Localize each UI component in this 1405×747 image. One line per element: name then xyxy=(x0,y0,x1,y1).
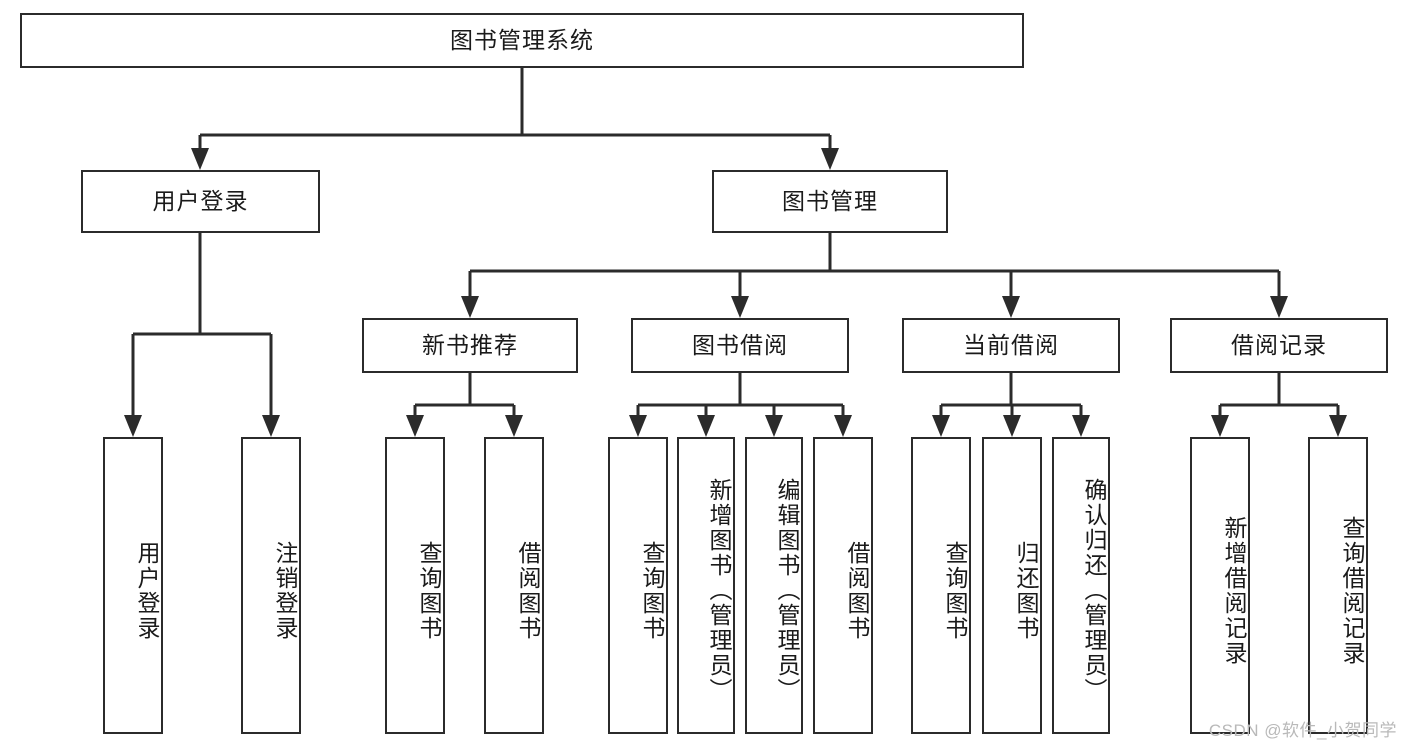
node-leaf-add-book[interactable]: 新增图书（管理员） xyxy=(677,437,735,734)
connector-arrowhead xyxy=(834,415,852,437)
node-label: 借阅图书 xyxy=(515,540,541,641)
node-label: 用户登录 xyxy=(134,540,160,641)
node-label: 查询图书 xyxy=(416,540,442,641)
node-label: 新书推荐 xyxy=(422,331,518,358)
node-label: 查询借阅记录 xyxy=(1339,515,1365,666)
node-label: 查询图书 xyxy=(639,540,665,641)
connector-arrowhead xyxy=(505,415,523,437)
connector-arrowhead xyxy=(1002,296,1020,318)
node-label: 确认归还（管理员） xyxy=(1081,478,1107,703)
node-leaf-query-book-1[interactable]: 查询图书 xyxy=(385,437,445,734)
node-leaf-edit-book[interactable]: 编辑图书（管理员） xyxy=(745,437,803,734)
node-leaf-add-borrow-record[interactable]: 新增借阅记录 xyxy=(1190,437,1250,734)
node-root-system[interactable]: 图书管理系统 xyxy=(20,13,1024,68)
connector-arrowhead xyxy=(1072,415,1090,437)
node-label: 图书管理 xyxy=(782,187,878,214)
connector-arrowhead xyxy=(821,148,839,170)
connector-arrowhead xyxy=(406,415,424,437)
node-book-management[interactable]: 图书管理 xyxy=(712,170,948,233)
node-label: 图书借阅 xyxy=(692,331,788,358)
node-leaf-user-logout[interactable]: 注销登录 xyxy=(241,437,301,734)
node-label: 新增图书（管理员） xyxy=(706,478,732,703)
connector-arrowhead xyxy=(629,415,647,437)
node-label: 归还图书 xyxy=(1013,540,1039,641)
node-current-borrow[interactable]: 当前借阅 xyxy=(902,318,1120,373)
node-leaf-confirm-return[interactable]: 确认归还（管理员） xyxy=(1052,437,1110,734)
connector-arrowhead xyxy=(1003,415,1021,437)
node-label: 图书管理系统 xyxy=(450,26,594,53)
connector-arrowhead xyxy=(731,296,749,318)
node-book-borrow[interactable]: 图书借阅 xyxy=(631,318,849,373)
connector-arrowhead xyxy=(932,415,950,437)
node-label: 借阅记录 xyxy=(1231,331,1327,358)
node-leaf-query-book-2[interactable]: 查询图书 xyxy=(608,437,668,734)
node-leaf-query-book-3[interactable]: 查询图书 xyxy=(911,437,971,734)
node-leaf-user-login[interactable]: 用户登录 xyxy=(103,437,163,734)
node-label: 注销登录 xyxy=(272,540,298,641)
connector-arrowhead xyxy=(1211,415,1229,437)
node-label: 查询图书 xyxy=(942,540,968,641)
connector-arrowhead xyxy=(697,415,715,437)
connector-arrowhead xyxy=(124,415,142,437)
node-leaf-borrow-book-2[interactable]: 借阅图书 xyxy=(813,437,873,734)
connector-arrowhead xyxy=(1270,296,1288,318)
node-new-book-recommend[interactable]: 新书推荐 xyxy=(362,318,578,373)
node-label: 借阅图书 xyxy=(844,540,870,641)
node-leaf-borrow-book-1[interactable]: 借阅图书 xyxy=(484,437,544,734)
connector-arrowhead xyxy=(1329,415,1347,437)
node-leaf-query-borrow-record[interactable]: 查询借阅记录 xyxy=(1308,437,1368,734)
node-label: 当前借阅 xyxy=(963,331,1059,358)
node-label: 用户登录 xyxy=(152,187,249,214)
node-label: 新增借阅记录 xyxy=(1221,515,1247,666)
connector-arrowhead xyxy=(765,415,783,437)
node-borrow-record[interactable]: 借阅记录 xyxy=(1170,318,1388,373)
connector-arrowhead xyxy=(262,415,280,437)
node-leaf-return-book[interactable]: 归还图书 xyxy=(982,437,1042,734)
connector-arrowhead xyxy=(191,148,209,170)
connector-arrowhead xyxy=(461,296,479,318)
node-user-login[interactable]: 用户登录 xyxy=(81,170,320,233)
node-label: 编辑图书（管理员） xyxy=(774,478,800,703)
